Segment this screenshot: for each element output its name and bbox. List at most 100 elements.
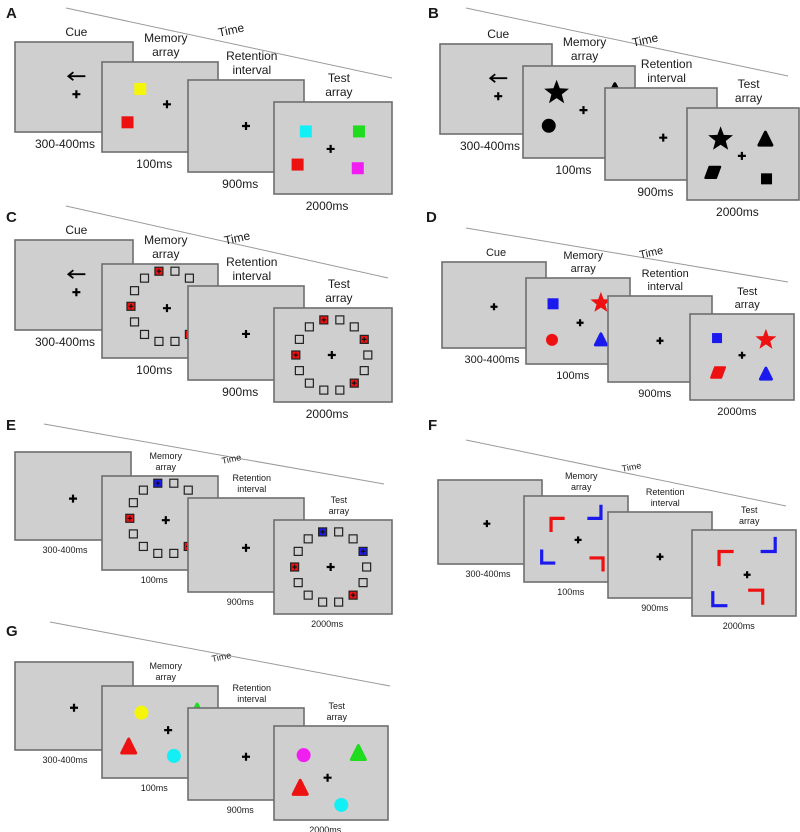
time-axis-line	[465, 439, 787, 507]
screen-title: interval	[232, 269, 271, 283]
screen-title: Memory	[563, 250, 603, 262]
panel-c: CTimeCue300-400msMemoryarray100msRetenti…	[6, 205, 393, 421]
time-label: Time	[631, 30, 660, 49]
corner-stimulus	[549, 516, 565, 532]
star-stimulus	[755, 328, 777, 349]
placeholder-box	[138, 485, 148, 495]
screen-background	[691, 529, 797, 617]
duration-label: 300-400ms	[42, 545, 88, 555]
placeholder-box	[170, 336, 180, 346]
placeholder-box	[362, 562, 372, 572]
screen-title: interval	[237, 694, 266, 704]
duration-label: 100ms	[555, 163, 591, 177]
screen-title: Test	[741, 505, 758, 515]
duration-label: 2000ms	[309, 825, 342, 832]
placeholder-box	[139, 329, 150, 340]
placeholder-box	[334, 527, 344, 537]
panel-letter: D	[426, 209, 437, 226]
screen-title: array	[152, 247, 179, 261]
corner-stimulus	[540, 549, 556, 565]
trial-screen	[273, 307, 393, 403]
screen-title: array	[735, 91, 762, 105]
placeholder-box	[139, 273, 150, 283]
panel-letter: G	[6, 623, 18, 640]
fixation-cross	[490, 303, 498, 311]
time-label: Time	[221, 452, 242, 466]
duration-label: 300-400ms	[464, 354, 520, 366]
duration-label: 2000ms	[306, 199, 349, 213]
placeholder-box	[169, 478, 179, 488]
trial-screen	[273, 725, 389, 821]
placeholder-box	[335, 315, 345, 325]
fixation-cross	[164, 726, 173, 735]
screen-title: array	[325, 85, 352, 99]
triangle-stimulus	[291, 778, 309, 796]
fixation-cross	[579, 106, 588, 115]
fixation-cross	[327, 351, 336, 359]
placeholder-box	[304, 378, 314, 388]
fixation-cross	[743, 571, 751, 579]
duration-label: 300-400ms	[460, 139, 520, 153]
placeholder-box	[153, 548, 163, 558]
panel-f: FTime300-400msMemoryarray100msRetentioni…	[428, 417, 797, 631]
placeholder-box	[363, 350, 373, 360]
placeholder-box	[129, 286, 140, 296]
duration-label: 2000ms	[306, 407, 349, 421]
duration-label: 300-400ms	[465, 569, 511, 579]
panel-b: BTimeCue300-400msMemoryarray100msRetenti…	[428, 5, 800, 219]
placeholder-box	[184, 273, 195, 283]
trial-screen	[686, 107, 800, 201]
placeholder-box	[319, 385, 329, 395]
box-cross	[128, 304, 134, 309]
screen-title: array	[571, 49, 598, 63]
placeholder-box	[303, 590, 313, 600]
placeholder-box	[294, 334, 304, 344]
cue-arrow-left	[66, 269, 86, 279]
screen-title: array	[329, 506, 350, 516]
screen-title: array	[735, 299, 761, 311]
trial-screen	[689, 313, 795, 401]
fixation-cross	[162, 100, 171, 109]
fixation-cross	[656, 553, 664, 561]
time-axis-line	[65, 7, 393, 79]
screen-title: Retention	[641, 57, 692, 71]
fixation-cross	[242, 543, 250, 552]
placeholder-box	[358, 578, 368, 588]
box-cross	[350, 592, 356, 598]
screen-title: Retention	[233, 473, 272, 483]
fixation-cross	[737, 151, 746, 160]
fixation-cross	[72, 90, 81, 99]
placeholder-box	[303, 534, 313, 544]
duration-label: 2000ms	[311, 619, 344, 629]
screen-title: Test	[328, 277, 351, 291]
circle-stimulus	[541, 118, 556, 133]
time-label: Time	[638, 245, 664, 262]
screen-title: Cue	[487, 27, 509, 41]
placeholder-box	[304, 322, 314, 332]
box-cross	[292, 564, 297, 570]
box-cross	[362, 337, 367, 342]
placeholder-box	[169, 548, 179, 558]
screen-title: Cue	[65, 25, 87, 39]
duration-label: 900ms	[222, 177, 258, 191]
duration-label: 300-400ms	[42, 755, 88, 765]
square-stimulus	[121, 116, 134, 129]
placeholder-box	[349, 322, 359, 332]
time-axis-line	[465, 7, 789, 77]
screen-title: array	[156, 672, 177, 682]
square-stimulus	[291, 158, 304, 171]
box-cross	[360, 549, 366, 554]
duration-label: 300-400ms	[35, 335, 95, 349]
duration-label: 100ms	[557, 587, 585, 597]
duration-label: 100ms	[141, 575, 169, 585]
screen-title: array	[152, 45, 179, 59]
box-cross	[321, 317, 327, 323]
duration-label: 900ms	[638, 388, 672, 400]
box-cross	[156, 268, 162, 274]
screen-title: interval	[647, 281, 682, 293]
screen-title: Cue	[486, 247, 506, 259]
panel-letter: F	[428, 417, 437, 434]
star-stimulus	[590, 291, 612, 312]
panel-letter: A	[6, 5, 17, 22]
